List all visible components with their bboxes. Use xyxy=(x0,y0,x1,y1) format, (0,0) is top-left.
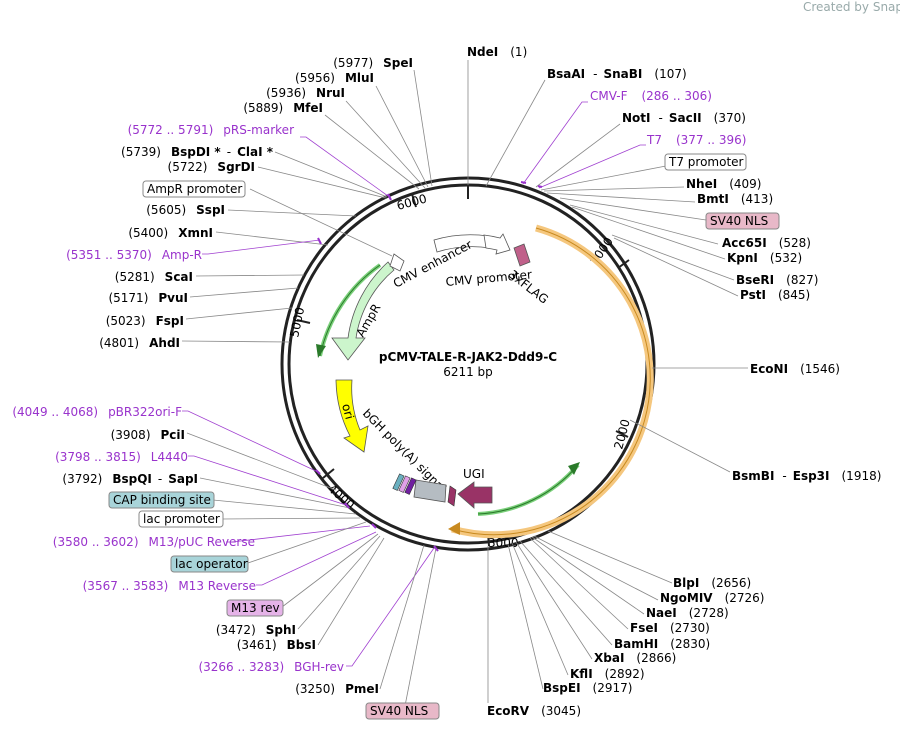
site-acc65i: Acc65I(528) xyxy=(722,236,811,250)
primer-pbr322ori-f: (4049 .. 4068)pBR322ori-F xyxy=(12,405,182,419)
tick-4000: 4000 xyxy=(325,482,357,512)
t7-promoter-box xyxy=(664,153,747,171)
plasmid-length: 6211 bp xyxy=(443,365,493,379)
cmv-promoter-arrow xyxy=(483,233,511,255)
cap-binding-site-box xyxy=(108,491,215,509)
site-fsei: FseI(2730) xyxy=(630,621,710,635)
primer-bgh-rev: (3266 .. 3283)BGH-rev xyxy=(198,660,344,674)
site-psti: PstI(845) xyxy=(740,288,810,302)
site-naei: NaeI(2728) xyxy=(646,606,729,620)
tick-2000: 2000 xyxy=(611,418,632,451)
site-nrui: (5936)NruI xyxy=(266,86,345,100)
lac-operator-label: lac operator xyxy=(175,557,248,571)
sv40-nls-box-bottom xyxy=(365,702,440,720)
site-ecorv: EcoRV(3045) xyxy=(487,704,581,718)
sv40-nls-glyph xyxy=(447,485,457,507)
primer-cmv-f: CMV-F(286 .. 306) xyxy=(590,89,712,103)
primer-amp-r: (5351 .. 5370)Amp-R xyxy=(66,248,202,262)
t7-promoter-label: T7 promoter xyxy=(668,155,744,169)
m13-rev-box xyxy=(226,599,284,617)
orange-feature-arc xyxy=(448,224,654,539)
tick-6000: 6000 xyxy=(395,191,428,212)
site-nhei: NheI(409) xyxy=(686,177,761,191)
site-pmei: (3250)PmeI xyxy=(295,682,379,696)
site-scai: (5281)ScaI xyxy=(115,270,193,284)
site-bspei: BspEI(2917) xyxy=(543,681,632,695)
m13-rev-glyph xyxy=(404,477,417,495)
primer-l4440: (3798 .. 3815)L4440 xyxy=(55,450,188,464)
site-sgrdi: (5722)SgrDI xyxy=(168,160,255,174)
tick-5000: 5000 xyxy=(287,306,307,339)
site-bbsi: (3461)BbsI xyxy=(237,638,316,652)
site-bmti: BmtI(413) xyxy=(697,192,773,206)
tick-3000: 3000 xyxy=(488,536,519,550)
site-xmni: (5400)XmnI xyxy=(128,226,213,240)
cap-site-glyph xyxy=(392,473,405,491)
lac-operator-box xyxy=(170,555,249,573)
primer-m13-reverse: (3567 .. 3583)M13 Reverse xyxy=(83,579,256,593)
right-site-labels: NdeI(1) BsaAI-SnaBI(107) CMV-F(286 .. 30… xyxy=(467,45,881,718)
ugi-label: UGI xyxy=(463,467,485,481)
site-noti-sacii: NotI-SacII(370) xyxy=(622,111,746,125)
ampr-arrow xyxy=(331,261,395,361)
site-bamhi: BamHI(2830) xyxy=(614,637,710,651)
ori-label: ori xyxy=(339,402,357,421)
sv40-nls-label-bottom: SV40 NLS xyxy=(370,704,428,718)
site-xbai: XbaI(2866) xyxy=(594,651,676,665)
site-mlui: (5956)MluI xyxy=(295,71,374,85)
sv40-nls-label-right: SV40 NLS xyxy=(710,214,768,228)
ampr-promoter-label: AmpR promoter xyxy=(147,182,242,196)
site-bspqi-sapi: (3792)BspQI-SapI xyxy=(62,472,198,486)
site-ngomiv: NgoMIV(2726) xyxy=(660,591,764,605)
left-leader-lines xyxy=(181,69,437,712)
plasmid-name: pCMV-TALE-R-JAK2-Ddd9-C xyxy=(379,350,557,364)
site-bseri: BseRI(827) xyxy=(736,273,818,287)
site-bsmbi-esp3i: BsmBI-Esp3I(1918) xyxy=(732,469,881,483)
sv40-nls-box-right xyxy=(705,212,780,230)
site-pvui: (5171)PvuI xyxy=(108,291,188,305)
site-blpi: BlpI(2656) xyxy=(673,576,751,590)
ugi-arrow xyxy=(457,481,493,509)
site-sphi: (3472)SphI xyxy=(216,623,296,637)
flag-arrow xyxy=(513,243,531,267)
site-pcii: (3908)PciI xyxy=(111,428,185,442)
ampr-promoter-arrow xyxy=(389,253,405,272)
right-leader-lines xyxy=(467,60,748,703)
site-fspi: (5023)FspI xyxy=(106,314,184,328)
ori-arrow xyxy=(335,379,369,453)
cap-binding-site-label: CAP binding site xyxy=(113,493,211,507)
green-arc-left xyxy=(316,263,382,358)
site-spei: (5977)SpeI xyxy=(333,56,413,70)
site-bsaai-snabi: BsaAI-SnaBI(107) xyxy=(547,67,687,81)
lac-promoter-label: lac promoter xyxy=(143,512,220,526)
primer-ticks xyxy=(315,181,543,552)
snapgene-watermark: Created by SnapGene xyxy=(803,0,900,14)
site-kfli: KflI(2892) xyxy=(570,667,645,681)
ampr-promoter-box xyxy=(142,180,246,198)
m13-rev-label: M13 rev xyxy=(231,601,280,615)
site-bspdi-clai: (5739)BspDI *-ClaI * xyxy=(121,145,274,159)
site-mfei: (5889)MfeI xyxy=(243,101,323,115)
site-sspi: (5605)SspI xyxy=(146,203,225,217)
left-site-labels: (5977)SpeI (5956)MluI (5936)NruI (5889)M… xyxy=(12,56,413,696)
left-boxed-features: AmpR promoter CAP binding site lac promo… xyxy=(108,180,440,720)
site-ahdi: (4801)AhdI xyxy=(99,336,180,350)
site-kpni: KpnI(532) xyxy=(727,251,802,265)
primer-t7: T7(377 .. 396) xyxy=(646,133,746,147)
lac-promoter-box xyxy=(138,510,224,528)
primer-m13-puc-reverse: (3580 .. 3602)M13/pUC Reverse xyxy=(53,535,255,549)
lac-operator-glyph xyxy=(398,475,411,493)
site-econi: EcoNI(1546) xyxy=(750,362,840,376)
site-ndei: NdeI(1) xyxy=(467,45,527,59)
green-arc-right xyxy=(477,462,580,516)
bgh-box xyxy=(413,479,447,503)
primer-prs-marker: (5772 .. 5791)pRS-marker xyxy=(128,123,294,137)
